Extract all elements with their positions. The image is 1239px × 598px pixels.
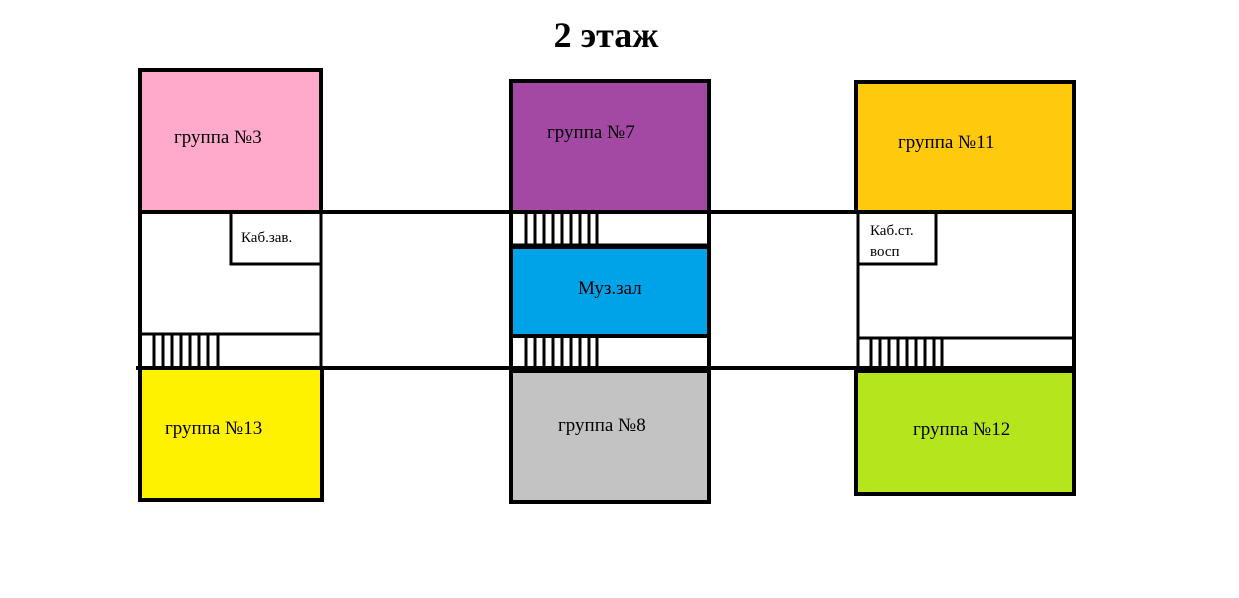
label-group-8: группа №8 <box>558 415 646 436</box>
stairs-left <box>152 334 220 368</box>
label-music-hall: Муз.зал <box>578 278 642 299</box>
label-group-12: группа №12 <box>913 419 1010 440</box>
room-group-12 <box>854 369 1076 496</box>
label-group-11: группа №11 <box>898 132 994 153</box>
room-music-hall <box>509 245 711 338</box>
room-group-11 <box>854 80 1076 214</box>
room-group-7 <box>509 79 711 214</box>
room-group-3 <box>138 68 323 214</box>
room-group-13 <box>138 366 324 502</box>
label-senior-office-line2: восп <box>870 244 900 260</box>
floor-title: 2 этаж <box>553 15 659 55</box>
room-senior-office <box>858 212 938 266</box>
label-group-13: группа №13 <box>165 418 262 439</box>
stairs-right <box>869 338 944 371</box>
label-head-office: Каб.зав. <box>241 230 292 246</box>
room-head-office <box>229 212 321 266</box>
label-senior-office-line1: Каб.ст. <box>870 223 914 239</box>
label-group-7: группа №7 <box>547 122 635 143</box>
room-group-8 <box>509 369 711 504</box>
stairs-center-top <box>524 212 599 245</box>
label-group-3: группа №3 <box>174 127 262 148</box>
stairs-center-bottom <box>524 338 599 371</box>
